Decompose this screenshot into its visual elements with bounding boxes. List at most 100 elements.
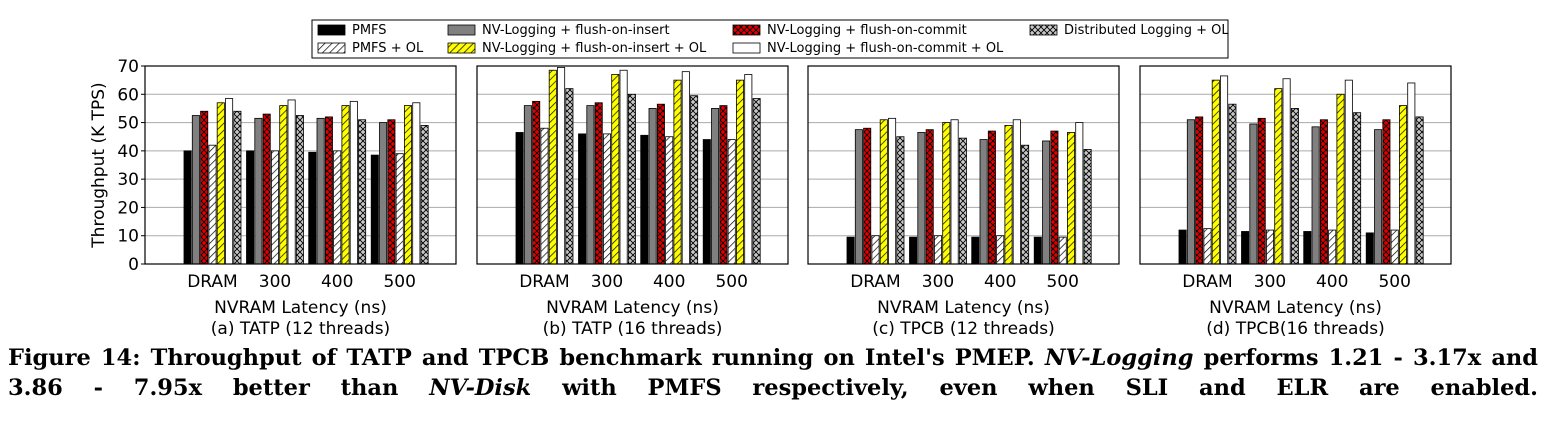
bar-distributed-logging-ol-300 (627, 93, 636, 265)
bar-nv-logging-flush-on-insert-300 (586, 105, 595, 265)
legend-swatch-nv-logging-flush-on-insert (447, 24, 476, 36)
bar-nv-logging-flush-on-commit-ol-300 (619, 69, 628, 265)
x-axis-label: NVRAM Latency (ns) (1209, 298, 1382, 318)
bar-pmfs-ol-300 (933, 235, 942, 265)
legend-label-nv-logging-flush-on-insert-ol: NV-Logging + flush-on-insert + OL (482, 41, 707, 56)
bar-pmfs-400 (308, 151, 317, 265)
bar-nv-logging-flush-on-insert-ol-400 (341, 105, 350, 265)
x-tick-label-400: 400 (1316, 272, 1348, 292)
x-tick-label-500: 500 (383, 272, 415, 292)
bar-nv-logging-flush-on-commit-300 (594, 102, 603, 265)
bar-nv-logging-flush-on-commit-ol-500 (1407, 82, 1416, 265)
legend-label-nv-logging-flush-on-insert: NV-Logging + flush-on-insert (482, 23, 670, 38)
bar-distributed-logging-ol-dram (565, 88, 574, 265)
bar-nv-logging-flush-on-commit-300 (925, 129, 934, 265)
bar-distributed-logging-ol-400 (1353, 112, 1362, 265)
bar-nv-logging-flush-on-insert-dram (854, 129, 863, 265)
legend-label-distributed-logging-ol: Distributed Logging + OL (1064, 23, 1229, 38)
panel-subtitle: (c) TPCB (12 threads) (872, 319, 1054, 339)
bar-nv-logging-flush-on-insert-ol-300 (611, 74, 620, 265)
bar-nv-logging-flush-on-insert-500 (379, 122, 388, 265)
x-tick-label-dram: DRAM (850, 272, 901, 292)
bar-nv-logging-flush-on-commit-ol-400 (681, 71, 690, 265)
bar-pmfs-ol-400 (1328, 229, 1337, 265)
bar-nv-logging-flush-on-commit-400 (987, 130, 996, 265)
bar-nv-logging-flush-on-insert-500 (711, 108, 720, 265)
bar-nv-logging-flush-on-insert-500 (1374, 129, 1383, 265)
caption-emphasis-nv-logging: NV-Logging (1044, 345, 1194, 371)
bar-nv-logging-flush-on-commit-dram (200, 110, 209, 265)
bar-nv-logging-flush-on-commit-ol-500 (744, 74, 753, 265)
bar-nv-logging-flush-on-insert-ol-dram (216, 102, 225, 265)
plot-frame (144, 65, 457, 265)
bar-pmfs-ol-400 (333, 150, 342, 265)
bar-pmfs-400 (1303, 231, 1312, 265)
bar-pmfs-ol-500 (727, 139, 736, 265)
bar-distributed-logging-ol-500 (1083, 149, 1092, 265)
bar-pmfs-ol-500 (395, 153, 404, 265)
legend-label-nv-logging-flush-on-commit-ol: NV-Logging + flush-on-commit + OL (767, 41, 1004, 56)
panel-subtitle: (d) TPCB(16 threads) (1206, 319, 1385, 339)
bar-pmfs-dram (1178, 229, 1187, 265)
y-tick-label-70: 70 (117, 57, 139, 77)
caption-emphasis-nv-disk: NV-Disk (429, 375, 532, 401)
figure-caption: Figure 14: Throughput of TATP and TPCB b… (8, 343, 1538, 403)
bar-nv-logging-flush-on-commit-500 (1050, 130, 1059, 265)
bar-nv-logging-flush-on-commit-dram (532, 100, 541, 265)
bar-distributed-logging-ol-dram (896, 136, 905, 265)
bar-distributed-logging-ol-500 (1415, 116, 1424, 265)
y-tick-label-10: 10 (117, 227, 139, 247)
bar-pmfs-ol-400 (665, 136, 674, 265)
x-tick-label-300: 300 (922, 272, 954, 292)
bar-pmfs-300 (1241, 231, 1250, 265)
bar-nv-logging-flush-on-commit-ol-dram (888, 117, 897, 265)
plot-frame (807, 65, 1120, 265)
bar-pmfs-ol-dram (208, 144, 217, 265)
legend-swatch-pmfs-ol (317, 42, 346, 54)
bar-pmfs-dram (183, 150, 192, 265)
bar-distributed-logging-ol-400 (1021, 144, 1030, 265)
bar-pmfs-300 (909, 236, 918, 265)
x-tick-label-300: 300 (1254, 272, 1286, 292)
bar-nv-logging-flush-on-insert-ol-400 (1336, 93, 1345, 265)
legend-swatch-nv-logging-flush-on-commit (732, 24, 761, 36)
bar-nv-logging-flush-on-commit-dram (1195, 116, 1204, 265)
plot-frame (476, 65, 789, 265)
legend-swatch-nv-logging-flush-on-commit-ol (732, 42, 761, 54)
bar-pmfs-dram (846, 236, 855, 265)
bar-distributed-logging-ol-300 (295, 115, 304, 265)
bar-nv-logging-flush-on-commit-500 (387, 119, 396, 265)
x-tick-label-dram: DRAM (1182, 272, 1233, 292)
y-axis-label: Throughput (K TPS) (89, 82, 109, 248)
bar-pmfs-400 (640, 134, 649, 265)
bar-nv-logging-flush-on-insert-dram (191, 115, 200, 265)
caption-text-2: performs 1.21 - 3.17x and 3.86 - 7.95x b… (8, 345, 1538, 401)
bar-nv-logging-flush-on-commit-ol-dram (225, 98, 234, 265)
bar-nv-logging-flush-on-insert-ol-500 (736, 79, 745, 265)
legend-label-pmfs: PMFS (352, 23, 387, 38)
bar-nv-logging-flush-on-commit-400 (324, 116, 333, 265)
caption-text-3: with PMFS respectively, even when SLI an… (562, 375, 1538, 401)
bar-pmfs-ol-dram (871, 235, 880, 265)
bar-nv-logging-flush-on-insert-500 (1042, 140, 1051, 265)
x-tick-label-500: 500 (1046, 272, 1078, 292)
x-tick-label-500: 500 (1378, 272, 1410, 292)
x-tick-label-400: 400 (321, 272, 353, 292)
bar-pmfs-500 (370, 154, 379, 265)
bar-nv-logging-flush-on-commit-ol-dram (557, 67, 566, 265)
caption-text-1: Figure 14: Throughput of TATP and TPCB b… (8, 345, 1035, 371)
bar-nv-logging-flush-on-insert-ol-300 (279, 105, 288, 265)
bar-nv-logging-flush-on-commit-400 (1319, 119, 1328, 265)
bar-nv-logging-flush-on-commit-400 (656, 103, 665, 265)
bar-nv-logging-flush-on-commit-ol-500 (1075, 122, 1084, 265)
bar-nv-logging-flush-on-insert-400 (648, 108, 657, 265)
bar-nv-logging-flush-on-commit-ol-300 (950, 119, 959, 265)
bar-pmfs-300 (246, 150, 255, 265)
y-tick-label-30: 30 (117, 170, 139, 190)
bar-nv-logging-flush-on-commit-ol-400 (349, 100, 358, 265)
